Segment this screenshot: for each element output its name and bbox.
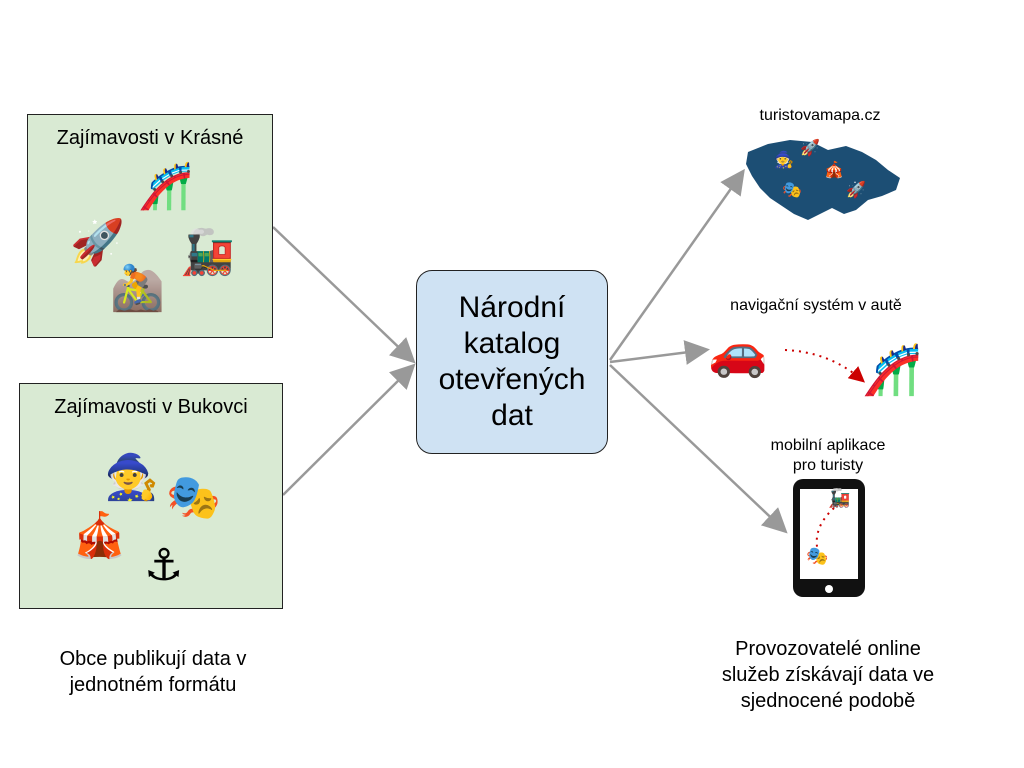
arrow-bukovci-to-catalog [282, 363, 416, 496]
right-caption: Provozovatelé online služeb získávají da… [721, 638, 935, 712]
map-rocket-icon-2: 🚀 [846, 180, 866, 199]
car-icon: 🚗 [708, 324, 768, 380]
car-destination-roller-coaster-icon: 🎢 [862, 342, 922, 398]
anchor-icon: ⚓ [144, 540, 184, 591]
map-of-czechia [746, 140, 900, 220]
mobile-locomotive-icon: 🚂 [828, 488, 851, 509]
mobile-theater-masks-icon: 🎭 [806, 546, 829, 567]
mobile-target-label: mobilní aplikace pro turisty [770, 437, 886, 474]
car-route [784, 349, 866, 383]
panel-bukovci: Zajímavosti v Bukovci 🧙 🎭 🎪 ⚓ [19, 383, 283, 609]
arrow-catalog-to-mobile [609, 364, 788, 534]
wizard-icon: 🧙 [104, 452, 159, 503]
arrow-catalog-to-map [608, 168, 745, 361]
panel-bukovci-title: Zajímavosti v Bukovci [54, 396, 248, 418]
map-wizard-icon: 🧙 [774, 150, 794, 169]
map-target-label: turistovamapa.cz [759, 107, 881, 124]
smartphone-home-button [825, 585, 833, 593]
arrow-catalog-to-car [609, 340, 710, 365]
panel-krasne-title: Zajímavosti v Krásné [56, 127, 244, 149]
panel-krasne: Zajímavosti v Krásné 🎢 🚀 🚂 🚵 [27, 114, 273, 338]
smartphone-screen [800, 489, 858, 579]
map-rocket-icon: 🚀 [800, 138, 820, 157]
national-catalog-box: Národní katalog otevřených dat [416, 270, 608, 454]
circus-tent-icon: 🎪 [72, 510, 127, 561]
arrow-krasne-to-catalog [272, 226, 416, 364]
national-catalog-label: Národní katalog otevřených dat [438, 291, 586, 432]
rocket-icon: 🚀 [70, 217, 125, 268]
car-target-label: navigační systém v autě [730, 297, 902, 314]
roller-coaster-icon: 🎢 [138, 161, 193, 212]
mountain-biker-icon: 🚵 [110, 263, 165, 314]
map-theater-masks-icon: 🎭 [782, 180, 802, 199]
map-circus-tent-icon: 🎪 [824, 160, 844, 179]
left-caption: Obce publikují data v jednotném formátu [59, 648, 247, 696]
locomotive-icon: 🚂 [180, 227, 235, 278]
theater-masks-icon: 🎭 [166, 472, 221, 523]
